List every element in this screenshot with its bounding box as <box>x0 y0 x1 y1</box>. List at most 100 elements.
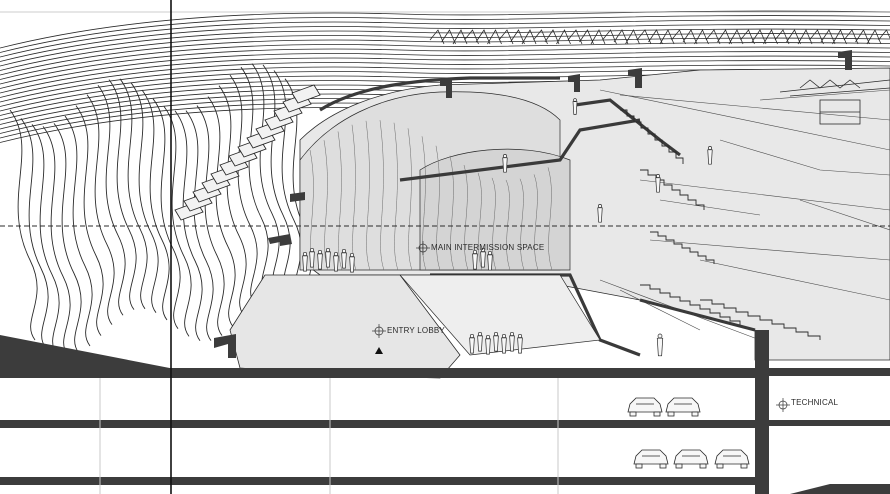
stair <box>700 299 821 340</box>
roof-rib <box>0 33 890 71</box>
shell-fin <box>42 126 71 356</box>
striation <box>463 164 469 271</box>
section-marker-icon <box>372 324 386 338</box>
shell-fin <box>108 79 137 310</box>
roof-rib <box>441 29 456 45</box>
striation <box>365 120 371 271</box>
person-figure-icon <box>487 250 493 271</box>
roof-rib <box>0 60 890 98</box>
person-figure-icon <box>493 331 499 352</box>
shell-fin <box>64 115 93 347</box>
striation <box>337 131 343 271</box>
roof-rib <box>429 29 445 45</box>
roof-rib <box>567 29 583 45</box>
stair <box>650 231 715 264</box>
wall-striations <box>309 120 553 271</box>
ground-slab <box>0 330 890 494</box>
stair <box>640 284 741 325</box>
person-figure-icon <box>517 333 523 354</box>
shell-fin <box>53 123 82 354</box>
person-figure-icon <box>477 331 483 352</box>
person-figure-icon <box>333 251 339 272</box>
roof-rib <box>0 42 890 80</box>
basement-slab-1-right <box>769 420 890 426</box>
roof-rib <box>705 29 721 45</box>
roof-rib <box>0 37 890 76</box>
person-figure-icon <box>309 247 315 268</box>
shell-fin <box>86 94 115 325</box>
striation <box>533 174 539 271</box>
person-figure-icon <box>509 331 515 352</box>
roof-rib <box>878 29 890 41</box>
person-figure-icon <box>572 98 578 115</box>
shell-fin <box>229 74 258 306</box>
faceted-planes <box>599 89 890 341</box>
roof-rib <box>0 10 890 49</box>
roof-rib <box>843 29 859 45</box>
roof-rib <box>0 15 890 53</box>
shell-fin <box>240 66 269 298</box>
striation <box>435 145 441 271</box>
roof-rib <box>0 24 890 62</box>
roof-rib <box>544 29 560 45</box>
person-figure-icon <box>325 247 331 268</box>
person-figure-icon <box>349 252 355 273</box>
roof-rib <box>0 46 890 85</box>
roof-rib <box>682 29 698 45</box>
person-figure-icon <box>655 174 661 193</box>
car-icon <box>673 449 709 469</box>
shell-fin <box>119 78 148 310</box>
shell-fin <box>185 110 214 341</box>
shell-fin <box>141 89 170 321</box>
roof-rib <box>809 29 824 45</box>
striation <box>519 178 525 271</box>
striation <box>505 179 511 271</box>
striation <box>449 155 455 271</box>
stair-flights <box>620 109 821 340</box>
basement-ramp-right <box>790 484 890 494</box>
striation <box>407 128 413 271</box>
person-figure-icon <box>707 146 713 165</box>
shell-fin <box>31 124 60 355</box>
roof-rib <box>0 55 890 94</box>
shell-fin <box>291 84 321 104</box>
car-icon <box>627 397 663 417</box>
roof-rib <box>602 29 617 45</box>
basement-slab-2 <box>0 477 755 485</box>
shell-fin <box>75 105 104 336</box>
striation <box>547 167 553 271</box>
person-figure-icon <box>317 249 323 270</box>
roof-rib <box>855 29 870 45</box>
shell-fin <box>97 84 126 316</box>
north-arrow-icon <box>375 347 383 354</box>
roof-rib <box>636 29 652 45</box>
opening-glyphs <box>214 50 852 358</box>
shell-fin <box>174 110 203 342</box>
shell-fin <box>218 85 247 316</box>
roof-rib <box>475 29 491 45</box>
person-figure-icon <box>469 333 475 354</box>
stair <box>640 169 705 210</box>
striation <box>393 122 399 271</box>
label-technical: TECHNICAL <box>791 398 838 407</box>
basement-columns <box>99 378 559 494</box>
roof-rib <box>717 29 732 45</box>
striation <box>477 172 483 271</box>
shell-fin <box>163 106 192 337</box>
person-figure-icon <box>501 333 507 354</box>
striation <box>491 177 497 271</box>
technical-equipment <box>779 79 890 125</box>
roof-rib <box>0 28 890 67</box>
section-marker-icon <box>416 241 430 255</box>
person-figure-icon <box>502 154 508 173</box>
basement-slab-1 <box>0 420 755 428</box>
shell-fin <box>196 105 225 336</box>
lobby-facet <box>399 274 601 356</box>
roof-rib <box>820 29 836 45</box>
roof-rib <box>579 29 594 45</box>
striation <box>323 140 329 271</box>
car-icon <box>714 449 750 469</box>
shell-fin <box>251 63 280 294</box>
